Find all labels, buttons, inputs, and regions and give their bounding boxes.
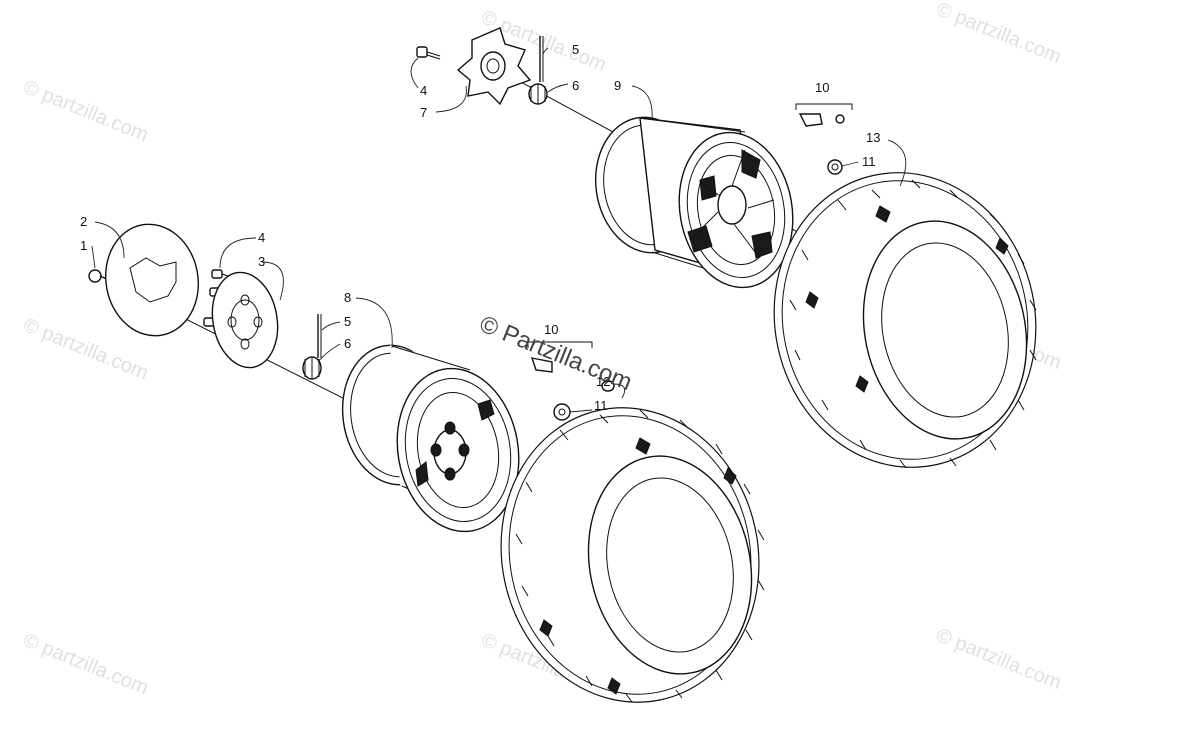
watermark-text: © partzilla.com [933,624,1064,694]
upper-castle-nut [528,83,548,105]
callout-1: 1 [80,238,87,253]
callout-11-lower: 11 [594,398,608,413]
callout-11-upper: 11 [862,154,876,169]
upper-bolt [416,46,441,60]
callout-10-upper: 10 [815,80,829,95]
callout-7: 7 [420,105,427,120]
lower-wheel-assembly [88,223,765,703]
upper-tire [773,172,1037,469]
lower-castle-nut [302,356,322,380]
upper-hub-center [480,51,506,81]
upper-cotter-pin [539,36,544,82]
lower-bolt [88,269,111,283]
callout-5-upper: 5 [572,42,579,57]
callout-2: 2 [80,214,87,229]
upper-wheel-center-cap [717,185,747,225]
callout-9: 9 [614,78,621,93]
lower-lug-nut [553,403,571,421]
callout-6-upper: 6 [572,78,579,93]
callout-4-lower: 4 [258,230,265,245]
upper-wheel-assembly [416,27,1037,469]
callout-10-lower: 10 [544,322,558,337]
watermark-text: © partzilla.com [20,629,151,699]
upper-hub-bore [486,58,500,74]
callout-3: 3 [258,254,265,269]
callout-labels: 5 6 4 7 9 10 11 13 2 1 4 3 8 5 6 10 12 1… [80,42,880,413]
lower-tire [500,407,765,703]
lower-hub [211,271,279,369]
watermark-text: © partzilla.com [933,0,1064,68]
callout-8: 8 [344,290,351,305]
upper-valve-stem [795,103,853,127]
lower-wheel [341,344,520,533]
watermark-text: © partzilla.com [20,76,151,146]
callout-12: 12 [596,374,610,389]
callout-5-lower: 5 [344,314,351,329]
brake-disc [104,223,200,337]
upper-lug-nut [827,159,843,175]
callout-6-lower: 6 [344,336,351,351]
leader-lines [91,47,907,413]
lower-valve-stem [527,341,615,392]
callout-4-upper: 4 [420,83,427,98]
upper-wheel [594,116,794,289]
lower-cotter-pin [317,314,322,358]
callout-13: 13 [866,130,880,145]
